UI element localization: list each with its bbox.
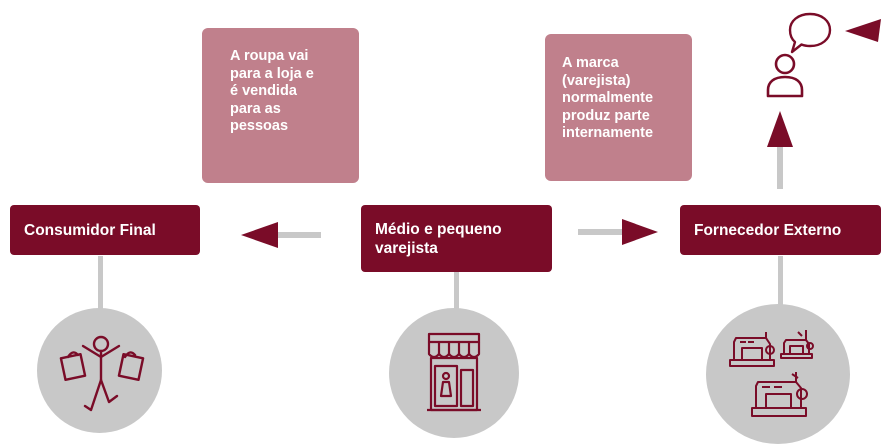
arrowhead-up: [767, 111, 793, 147]
node-medio-pequeno-varejista: Médio e pequeno varejista: [361, 205, 552, 272]
arrowhead-to-supplier: [622, 219, 658, 245]
arrow-shaft-up: [777, 147, 783, 189]
note-brand-line-5: internamente: [562, 125, 654, 141]
note-store: A roupa vai para a loja e é vendida para…: [202, 28, 359, 183]
node-label-retailer: Médio e pequeno varejista: [375, 220, 502, 257]
node-label-consumer: Consumidor Final: [24, 221, 156, 239]
arrowhead-to-consumer: [241, 222, 278, 248]
storefront-icon: [427, 332, 481, 412]
note-brand-line-4: produz parte: [562, 107, 650, 124]
connector-consumer: [98, 256, 103, 316]
note-brand-line-3: normalmente: [562, 90, 654, 106]
note-brand: A marca (varejista) normalmente produz p…: [545, 34, 692, 181]
note-store-line-1: A roupa vai: [230, 48, 309, 64]
connector-retailer: [454, 270, 459, 316]
supplier-circle: [706, 304, 850, 444]
sewing-machines-icon: [729, 330, 814, 417]
connector-supplier: [778, 256, 783, 316]
node-label-supplier: Fornecedor Externo: [694, 221, 842, 239]
note-brand-line-2: (varejista): [562, 72, 631, 89]
shopper-with-bags-icon: [59, 335, 145, 412]
note-store-line-5: pessoas: [230, 118, 289, 134]
pointer-triangle-icon: [845, 19, 881, 42]
note-store-line-3: é vendida: [230, 83, 297, 99]
retailer-circle: [389, 308, 519, 438]
node-consumidor-final: Consumidor Final: [10, 205, 200, 255]
arrow-shaft-to-consumer: [278, 232, 321, 238]
note-store-line-4: para as: [230, 100, 281, 117]
arrow-shaft-to-supplier: [578, 229, 622, 235]
person-icon: [766, 53, 804, 98]
node-fornecedor-externo: Fornecedor Externo: [680, 205, 881, 255]
speech-bubble-icon: [788, 12, 832, 54]
note-brand-line-1: A marca: [562, 55, 619, 71]
note-store-line-2: para a loja e: [230, 65, 314, 82]
